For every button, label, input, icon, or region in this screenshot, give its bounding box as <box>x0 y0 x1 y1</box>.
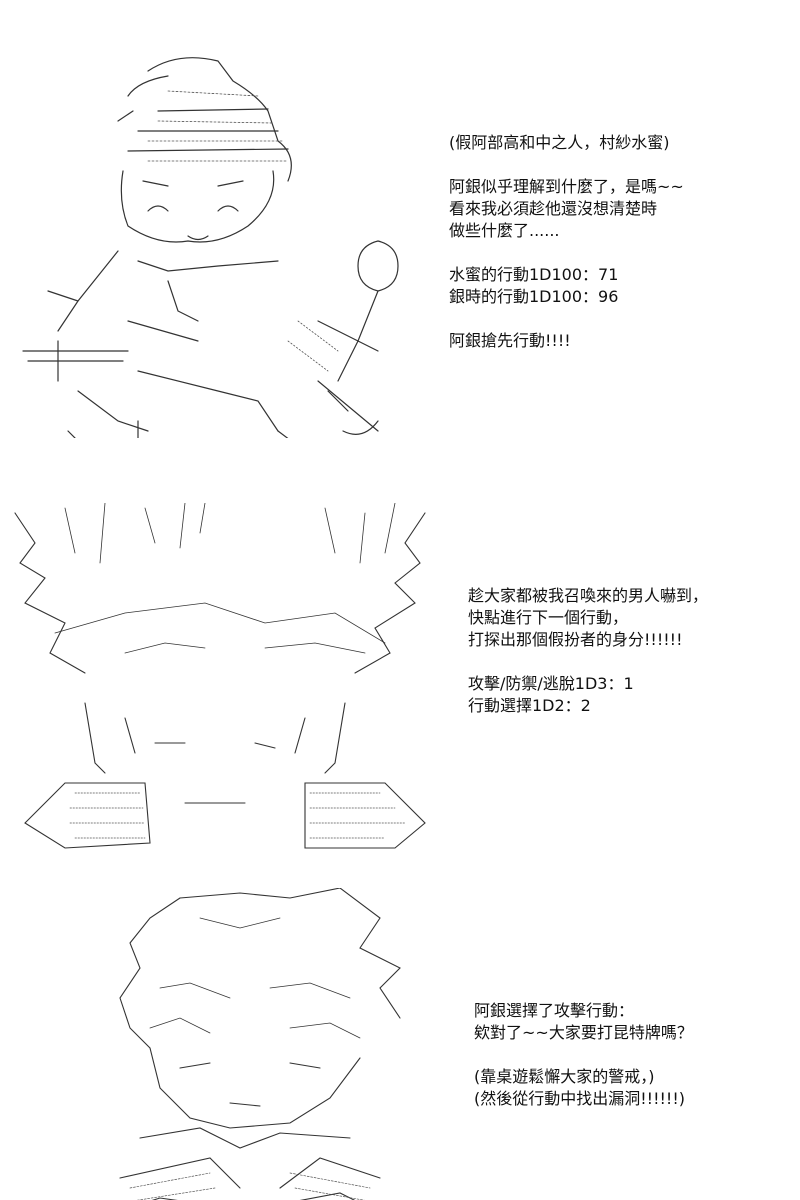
aside-line: (靠桌遊鬆懈大家的警戒，) <box>474 1067 655 1086</box>
narration-line: 趁大家都被我召喚來的男人嚇到， <box>468 586 709 605</box>
narration-line: 看來我必須趁他還沒想清楚時 <box>449 199 658 218</box>
panel-2: 趁大家都被我召喚來的男人嚇到， 快點進行下一個行動， 打探出那個假扮者的身分!!… <box>0 452 800 850</box>
narration-line: 阿銀選擇了攻擊行動： <box>474 1001 635 1020</box>
ascii-art-murasa-costume <box>18 28 418 438</box>
narration-line: 阿銀似乎理解到什麼了，是嗎~~ <box>449 177 684 196</box>
ascii-art-gintoki-shocked <box>5 480 435 850</box>
dialogue-line: 欸對了~~大家要打昆特牌嗎？ <box>474 1023 693 1042</box>
narration-line: 阿銀搶先行動!!!! <box>449 331 571 350</box>
narration-text-3: 阿銀選擇了攻擊行動： 欸對了~~大家要打昆特牌嗎？ (靠桌遊鬆懈大家的警戒，) … <box>474 1000 693 1110</box>
dice-roll-line: 行動選擇1D2：2 <box>468 696 591 715</box>
ascii-art-gintoki-seated <box>60 865 410 1200</box>
panel-1: (假阿部高和中之人，村紗水蜜) 阿銀似乎理解到什麼了，是嗎~~ 看來我必須趁他還… <box>0 0 800 452</box>
narration-line: 做些什麼了...... <box>449 221 560 240</box>
narration-line: (假阿部高和中之人，村紗水蜜) <box>449 133 670 152</box>
panel-3: 阿銀選擇了攻擊行動： 欸對了~~大家要打昆特牌嗎？ (靠桌遊鬆懈大家的警戒，) … <box>0 850 800 1200</box>
dice-roll-line: 銀時的行動1D100：96 <box>449 287 619 306</box>
narration-line: 打探出那個假扮者的身分!!!!!! <box>468 630 683 649</box>
narration-line: 快點進行下一個行動， <box>468 608 629 627</box>
aside-line: (然後從行動中找出漏洞!!!!!!) <box>474 1089 685 1108</box>
narration-text-2: 趁大家都被我召喚來的男人嚇到， 快點進行下一個行動， 打探出那個假扮者的身分!!… <box>468 585 708 717</box>
dice-roll-line: 水蜜的行動1D100：71 <box>449 265 619 284</box>
narration-text-1: (假阿部高和中之人，村紗水蜜) 阿銀似乎理解到什麼了，是嗎~~ 看來我必須趁他還… <box>449 132 684 352</box>
dice-roll-line: 攻擊/防禦/逃脫1D3：1 <box>468 674 634 693</box>
